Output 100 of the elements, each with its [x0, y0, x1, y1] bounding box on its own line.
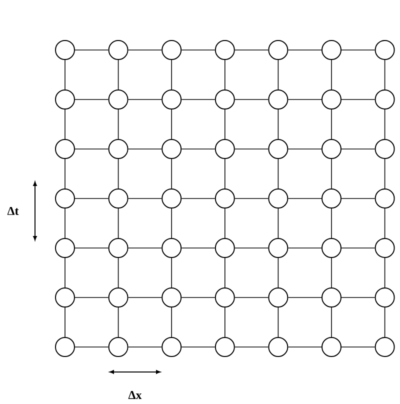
grid-circle	[214, 90, 235, 110]
grid-circle	[214, 288, 235, 308]
grid-line	[384, 158, 386, 189]
grid-line	[234, 297, 269, 298]
grid-line	[341, 297, 376, 298]
grid-circle	[374, 139, 395, 159]
grid-line	[341, 198, 376, 199]
grid-circle	[162, 238, 182, 258]
grid-circle	[214, 238, 235, 258]
grid-line	[181, 198, 216, 199]
grid-line	[118, 60, 119, 90]
grid-line	[331, 307, 332, 338]
grid-line	[278, 307, 279, 338]
grid-circle	[162, 188, 182, 208]
grid-line	[234, 198, 269, 199]
grid-circle	[55, 188, 75, 208]
grid-circle	[374, 90, 395, 110]
grid-line	[64, 307, 66, 338]
grid-line	[181, 148, 216, 150]
grid-line	[118, 258, 119, 288]
grid-circle	[162, 337, 182, 357]
grid-line	[234, 148, 269, 150]
grid-line	[128, 297, 162, 298]
grid-line	[331, 258, 332, 288]
grid-line	[224, 109, 226, 140]
grid-line	[224, 208, 226, 238]
grid-circle	[214, 337, 235, 357]
grid-circle	[55, 337, 75, 357]
grid-circle	[108, 238, 128, 258]
grid-line	[234, 99, 269, 100]
grid-line	[118, 307, 119, 338]
grid-line	[128, 148, 162, 150]
grid-line	[278, 258, 279, 288]
grid-circle	[322, 288, 342, 308]
grid-line	[384, 258, 386, 288]
grid-circle	[55, 288, 75, 308]
grid-line	[331, 158, 332, 189]
grid-line	[224, 158, 226, 189]
grid-line	[171, 258, 172, 288]
grid-line	[128, 198, 162, 199]
grid-line	[64, 60, 66, 90]
grid-line	[171, 208, 172, 238]
grid-circle	[162, 288, 182, 308]
grid-line	[128, 346, 162, 348]
grid-line	[384, 307, 386, 338]
grid-circle	[162, 90, 182, 110]
grid-line	[288, 148, 322, 150]
grid-line	[224, 307, 226, 338]
grid-circle	[162, 40, 182, 60]
grid-line	[331, 109, 332, 140]
grid-line	[331, 60, 332, 90]
grid-line	[171, 60, 172, 90]
grid-circle	[268, 337, 288, 357]
grid-line	[64, 208, 66, 238]
grid-line	[234, 346, 269, 348]
grid-circle	[268, 90, 288, 110]
grid-line	[118, 158, 119, 189]
grid-line	[64, 158, 66, 189]
grid-circle	[268, 40, 288, 60]
grid-circle	[162, 139, 182, 159]
grid-circle	[322, 188, 342, 208]
grid-circle	[322, 238, 342, 258]
grid-line	[181, 297, 216, 298]
grid-circle	[55, 90, 75, 110]
grid-circle	[268, 139, 288, 159]
grid-circle	[268, 188, 288, 208]
grid-line	[278, 60, 279, 90]
grid-line	[224, 258, 226, 288]
grid-line	[118, 109, 119, 140]
grid-circle	[108, 337, 128, 357]
grid-line	[278, 109, 279, 140]
grid-line	[74, 99, 109, 100]
grid-line	[181, 99, 216, 100]
grid-circle	[268, 238, 288, 258]
grid-line	[74, 198, 109, 199]
grid-circle	[374, 188, 395, 208]
grid-line	[128, 99, 162, 100]
grid-circle	[322, 337, 342, 357]
grid-line	[331, 208, 332, 238]
grid-circle	[374, 288, 395, 308]
dimension-label: Δt	[7, 206, 19, 215]
grid-line	[64, 109, 66, 140]
grid-circle	[214, 139, 235, 159]
grid-line	[278, 158, 279, 189]
grid-line	[74, 148, 109, 150]
grid-circle	[322, 90, 342, 110]
grid-line	[288, 346, 322, 348]
grid-circle	[322, 40, 342, 60]
grid-line	[224, 60, 226, 90]
grid-circle	[374, 337, 395, 357]
grid-circle	[214, 40, 235, 60]
grid-line	[288, 297, 322, 298]
grid-circle	[374, 238, 395, 258]
grid-line	[384, 208, 386, 238]
grid-circle	[322, 139, 342, 159]
grid-circle	[55, 40, 75, 60]
grid-circle	[108, 90, 128, 110]
grid-line	[171, 307, 172, 338]
grid-line	[341, 346, 376, 348]
grid-circle	[374, 40, 395, 60]
